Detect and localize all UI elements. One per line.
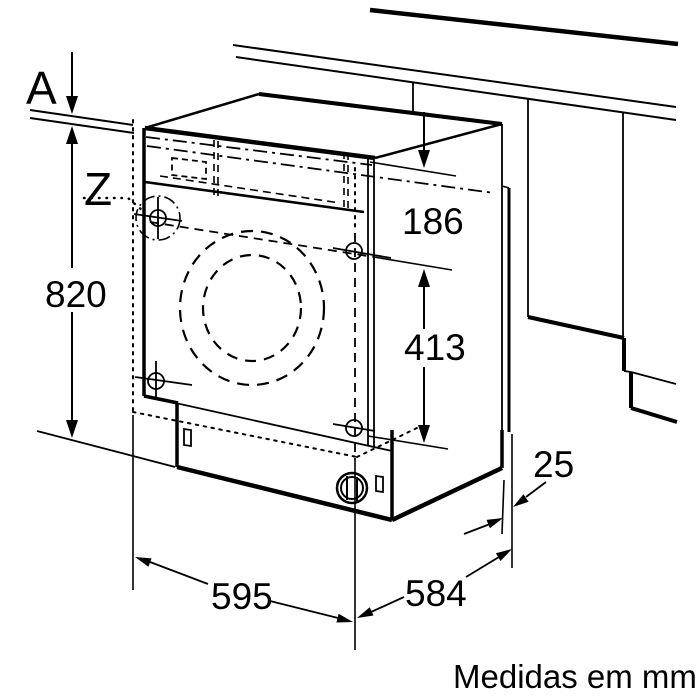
machine-base-bottom-edge — [176, 464, 393, 523]
niche-side-panel-tick — [501, 185, 510, 189]
mounting-point — [134, 361, 193, 400]
fascia-dashdot-line — [146, 145, 495, 194]
arrow-up-icon — [418, 269, 430, 287]
cabinet-plinth-step — [623, 370, 632, 373]
fascia-bottom-edge — [144, 180, 365, 214]
machine-outline — [142, 92, 504, 523]
door-outer-dashed-circle — [178, 229, 326, 387]
cabinet-floor-edge — [527, 315, 625, 340]
dim-arrow-shaft — [463, 523, 491, 535]
arrow-down-right-icon — [336, 613, 353, 623]
countertop-upper-line — [232, 44, 677, 108]
arrow-down-icon — [418, 150, 430, 168]
arrow-down-left-icon — [357, 607, 374, 618]
dimension-niche-height: 820 — [36, 126, 176, 468]
fascia-dashdot-line — [145, 136, 373, 166]
dim-arrow-shaft — [149, 561, 209, 585]
plinth-recess-side-dotted-line — [356, 426, 420, 458]
dim-label-a: A — [26, 62, 57, 114]
floor-reference-line — [36, 430, 176, 468]
arrow-up-left-icon — [135, 557, 152, 567]
dim-arrow-shaft — [525, 481, 547, 498]
fascia-hinge-dashed-lines — [213, 140, 219, 198]
door-inner-dashed-circle — [201, 253, 303, 363]
arrow-up-right-icon — [486, 518, 503, 529]
plinth-recess-dotted-line — [132, 411, 358, 458]
dim-arrow-shaft — [465, 556, 500, 578]
dim-extension-line — [367, 435, 449, 450]
niche-dotted-outline — [132, 119, 420, 458]
arrow-down-left-icon — [513, 494, 529, 507]
cabinet-panels — [412, 82, 678, 432]
machine-base-bottom-right-edge — [391, 465, 503, 523]
plinth-slot — [375, 474, 384, 494]
mounting-point — [332, 419, 376, 437]
control-panel — [144, 136, 495, 258]
hinge-detail-callout: Z — [82, 163, 145, 215]
display-window-dashed — [171, 156, 207, 181]
dim-extension-line — [373, 256, 453, 271]
dim-extension-line — [501, 479, 505, 535]
machine-top-left-edge — [144, 92, 260, 130]
hinge-mounting-point — [133, 195, 183, 241]
dim-label-25: 25 — [533, 444, 574, 485]
dim-label-z: Z — [84, 163, 112, 215]
dim-label-595: 595 — [211, 576, 273, 617]
drum-door — [178, 229, 326, 387]
dim-arrow-shaft — [269, 600, 339, 619]
machine-top-back-edge — [258, 92, 503, 126]
fascia-hidden-dashed-line — [159, 175, 341, 204]
countertop-lower-line — [235, 56, 677, 121]
machine-door-bottom-edge — [143, 395, 393, 452]
dim-label-584: 584 — [405, 573, 467, 614]
arrow-down-icon — [66, 420, 78, 438]
arrow-down-icon — [418, 425, 430, 443]
dimension-countertop-gap: A — [26, 52, 78, 114]
dim-extension-line — [369, 161, 457, 177]
dim-arrow-shaft — [370, 596, 405, 613]
cabinet-plinth-top-edge — [630, 371, 677, 385]
countertop — [29, 7, 679, 134]
units-note: Medidas em mm — [453, 658, 697, 695]
fascia-hinge-dashed-lines — [343, 152, 349, 209]
arrow-up-icon — [66, 126, 78, 144]
cabinet-plinth-bottom-edge — [630, 406, 678, 424]
mounting-points — [133, 195, 392, 437]
detail-leader-dotted — [82, 196, 145, 213]
dimension-top-panel-height: 186 — [369, 112, 464, 271]
dimension-depth: 584 — [357, 549, 512, 618]
dimension-width: 595 — [132, 233, 356, 650]
countertop-front-upper-line — [29, 109, 134, 126]
mounting-point — [332, 242, 392, 260]
arrow-down-icon — [66, 96, 78, 114]
dim-label-820: 820 — [45, 274, 107, 315]
dimension-rear-clearance: 25 — [463, 434, 574, 568]
panel-split-hidden-line — [149, 221, 375, 258]
countertop-front-lower-line — [29, 117, 135, 134]
adjustable-foot — [335, 471, 369, 505]
machine-top-right-edge — [374, 122, 503, 160]
dim-label-186: 186 — [402, 201, 464, 242]
machine-top-front-edge — [144, 125, 376, 161]
dimension-door-panel-height: 413 — [367, 269, 466, 450]
plinth-slot — [183, 427, 192, 448]
wall-edge-line — [369, 7, 679, 47]
arrow-up-right-icon — [495, 549, 512, 561]
dim-label-413: 413 — [404, 327, 466, 368]
hinge-detail-circle — [135, 195, 181, 241]
